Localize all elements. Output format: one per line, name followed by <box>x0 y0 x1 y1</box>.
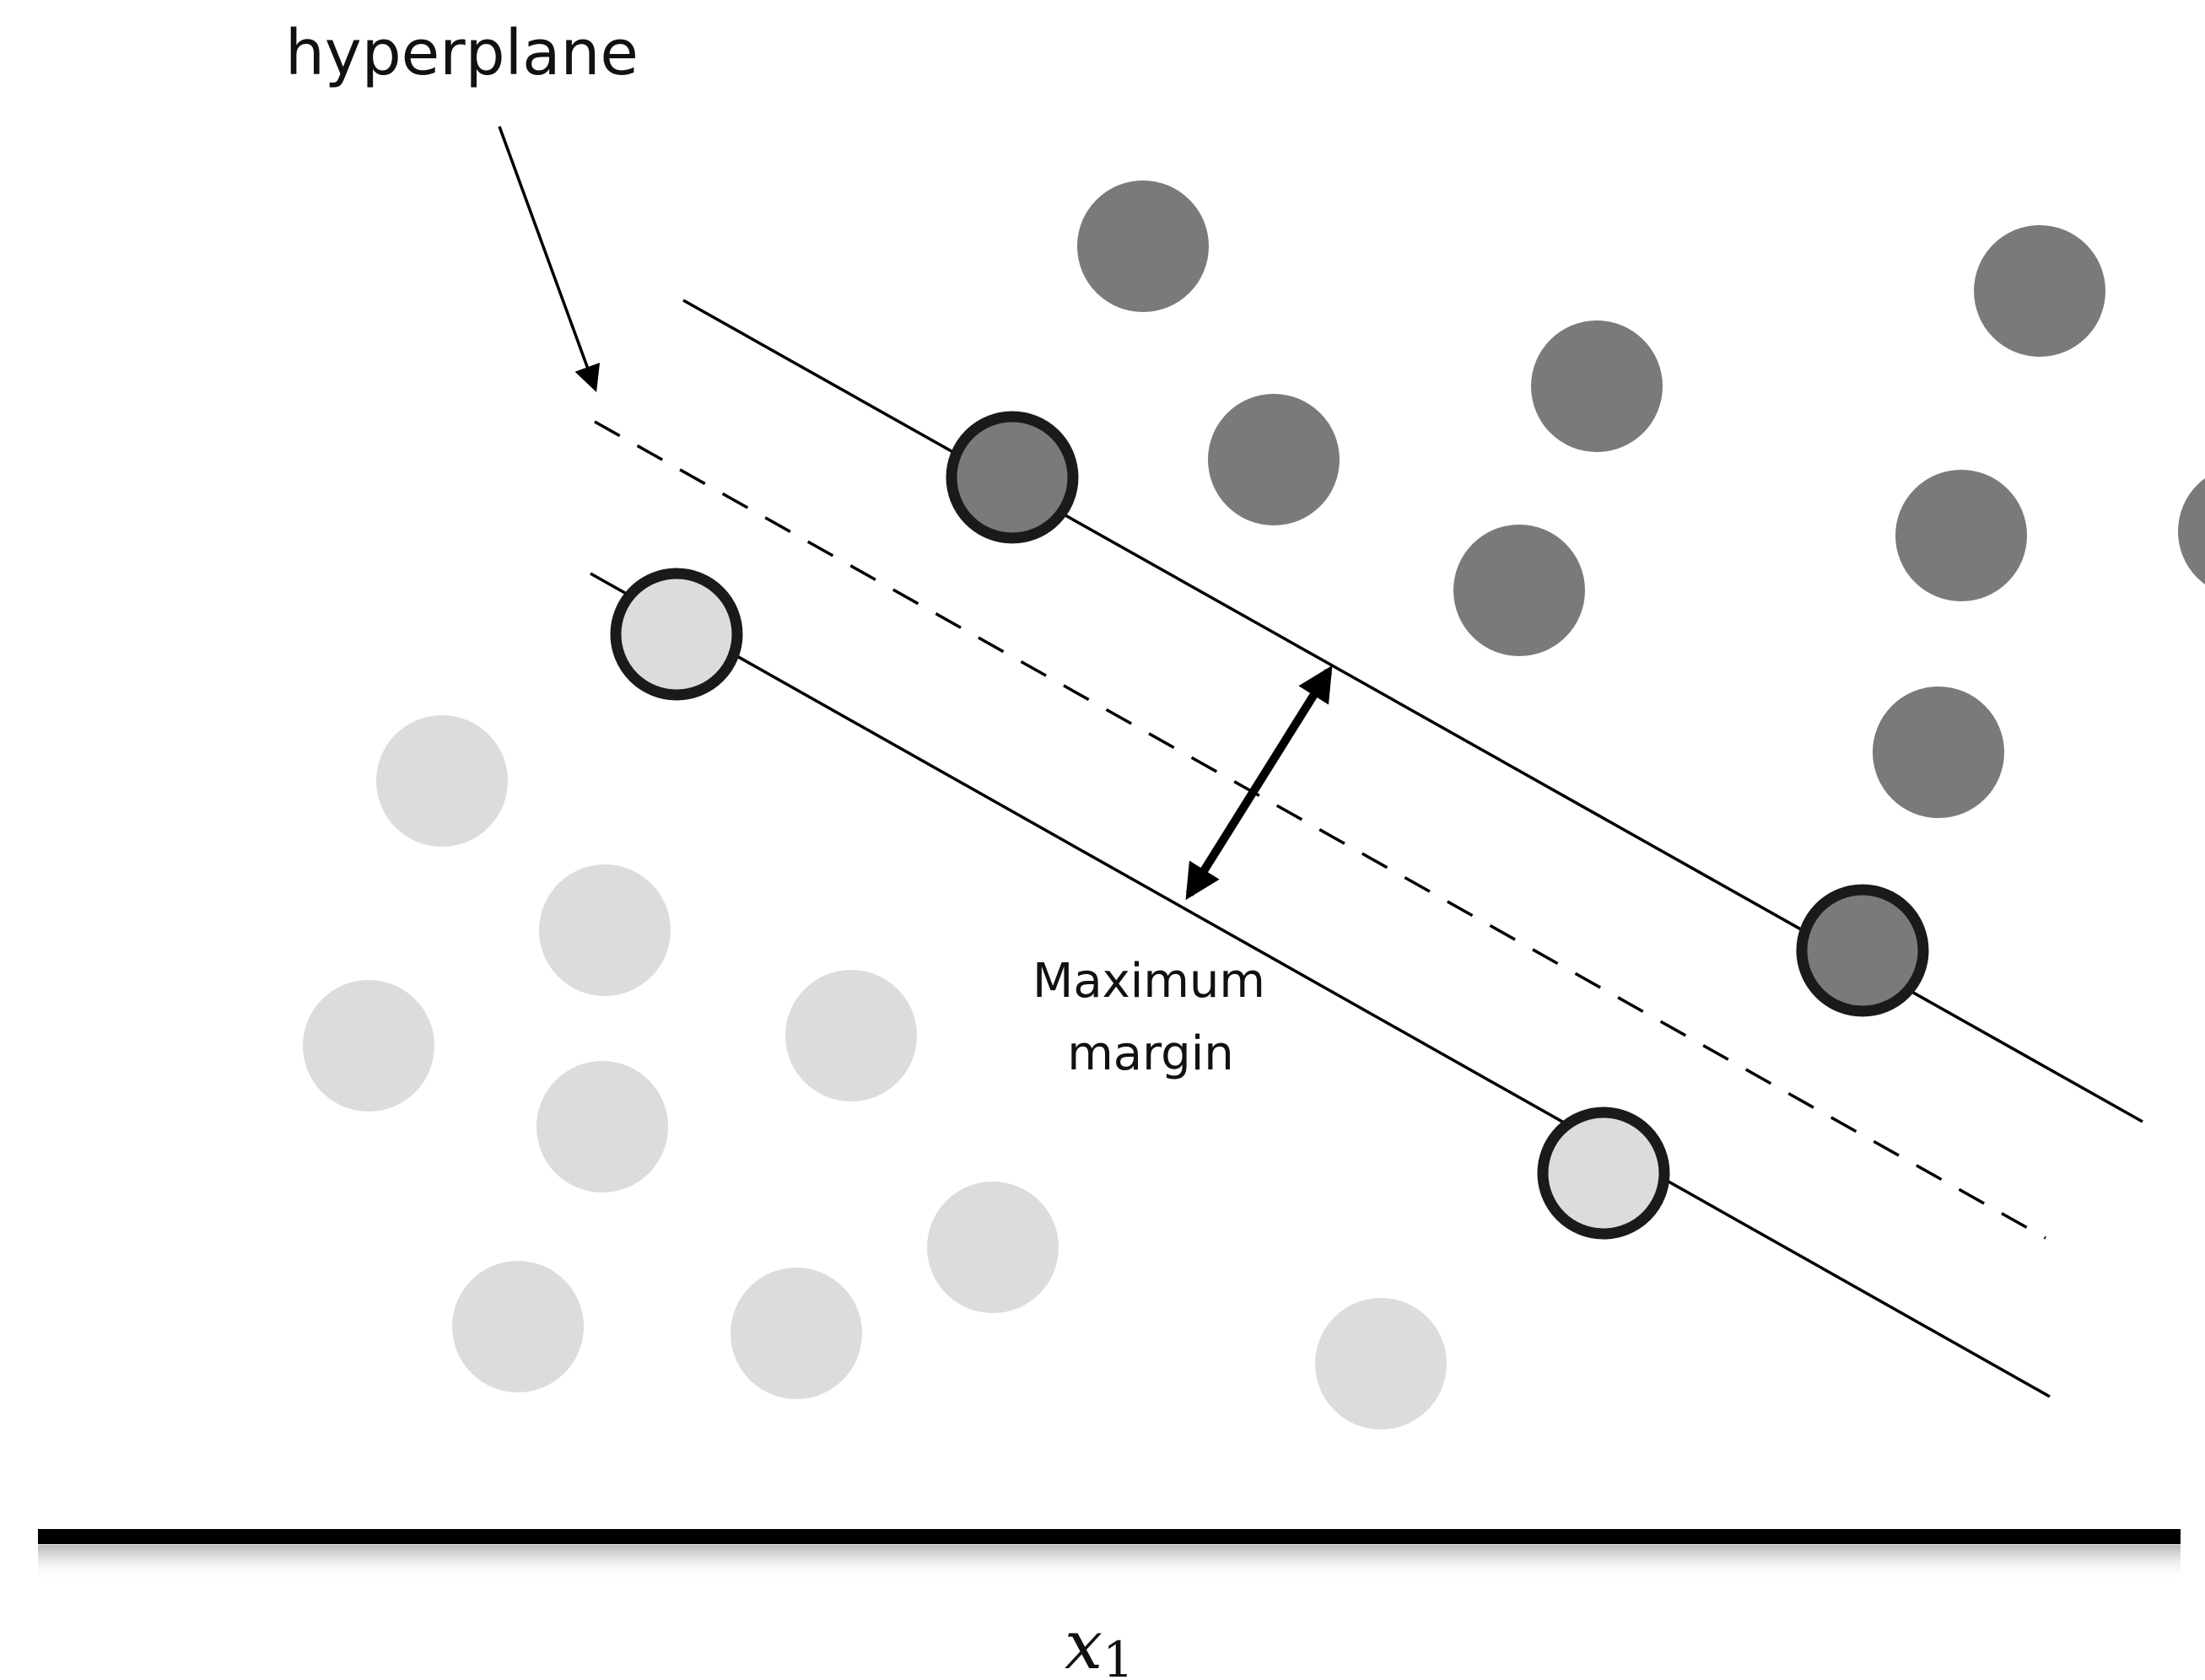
data-point-light <box>536 1061 668 1193</box>
data-point-light <box>452 1261 584 1392</box>
light-class-points <box>303 715 1447 1430</box>
hyperplane-line <box>594 420 2046 1240</box>
data-point-light <box>927 1182 1059 1313</box>
dark-class-points <box>1077 180 2205 818</box>
light-support-vectors <box>610 568 1670 1240</box>
support-vector-dark <box>946 411 1079 544</box>
data-point-dark <box>1208 394 1340 525</box>
data-point-dark <box>1895 470 2027 601</box>
data-point-dark <box>1974 225 2105 357</box>
data-point-light <box>303 980 434 1112</box>
data-point-light <box>539 864 671 996</box>
x-axis-shadow <box>38 1545 2181 1580</box>
data-point-light <box>785 970 917 1101</box>
maximum-margin-label-line1: Maximum <box>1032 954 1265 1009</box>
data-point-light <box>731 1268 862 1399</box>
hyperplane-pointer-arrow <box>498 126 601 392</box>
x-axis-label: x1 <box>1065 1606 1134 1680</box>
data-point-light <box>376 715 508 847</box>
maximum-margin-label-line2: margin <box>1067 1026 1234 1081</box>
hyperplane-label: hyperplane <box>285 17 639 89</box>
data-point-dark <box>1453 525 1585 656</box>
data-point-dark <box>1531 320 1663 452</box>
data-point-light <box>1315 1298 1447 1430</box>
dark-support-vectors <box>946 411 1929 1017</box>
data-point-dark-partial <box>2178 478 2205 584</box>
data-point-dark <box>1077 180 1209 312</box>
margin-double-arrow <box>1185 665 1333 901</box>
x-axis-label-subscript: 1 <box>1102 1631 1134 1680</box>
data-point-dark <box>1873 687 2004 818</box>
support-vector-light <box>1537 1107 1670 1240</box>
support-vector-light <box>610 568 743 701</box>
support-vector-dark <box>1796 884 1929 1017</box>
lower-margin-line <box>590 572 2051 1398</box>
